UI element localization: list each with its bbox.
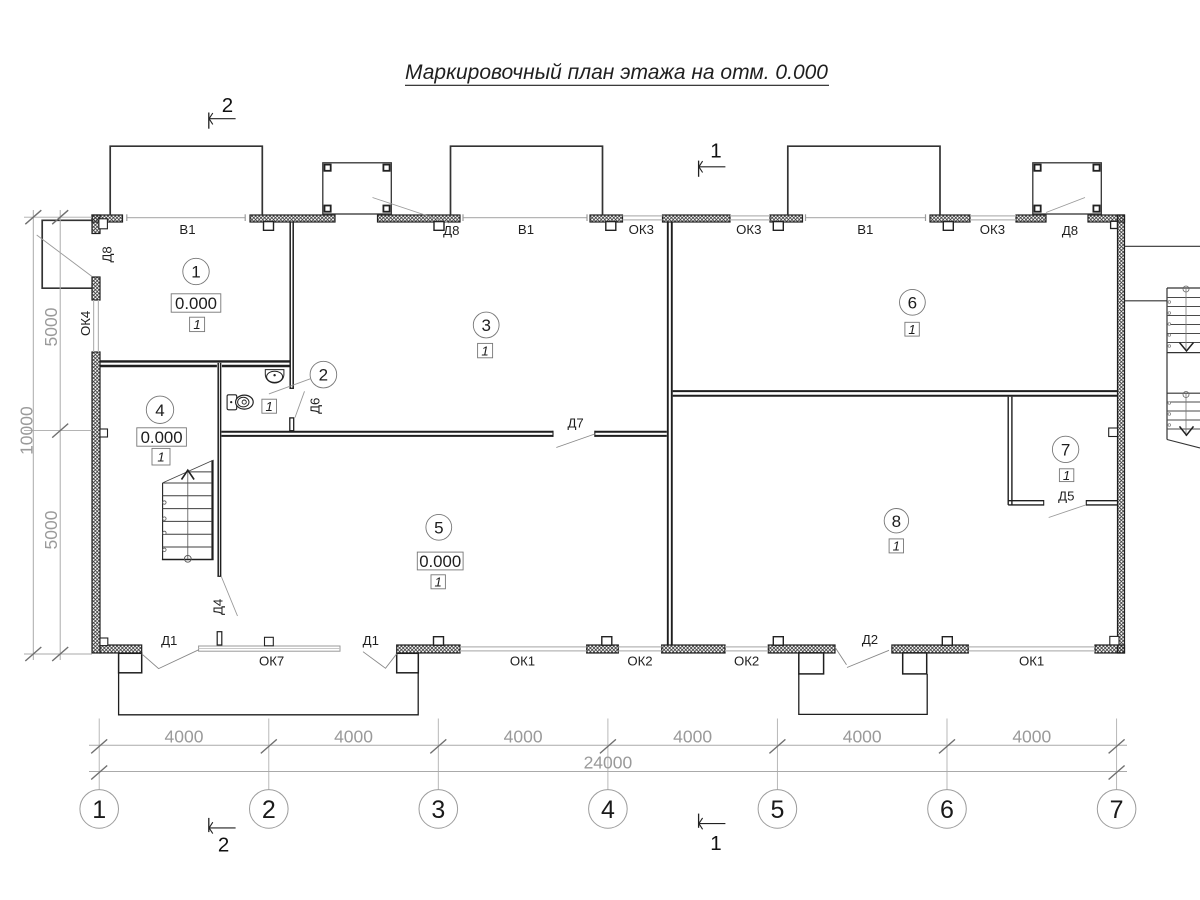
svg-text:24000: 24000 — [584, 753, 633, 773]
svg-text:Д1: Д1 — [363, 633, 379, 648]
svg-text:ОК3: ОК3 — [980, 222, 1005, 237]
svg-text:ОК1: ОК1 — [510, 653, 535, 668]
svg-text:Д5: Д5 — [1058, 489, 1074, 504]
svg-text:Д2: Д2 — [862, 632, 878, 647]
svg-text:В1: В1 — [518, 222, 534, 237]
svg-text:Маркировочный план этажа на от: Маркировочный план этажа на отм. 0.000 — [405, 61, 828, 84]
svg-text:Д8: Д8 — [100, 246, 115, 262]
svg-text:4: 4 — [155, 401, 164, 420]
svg-text:1: 1 — [1063, 468, 1070, 483]
svg-text:1: 1 — [92, 796, 106, 824]
svg-text:6: 6 — [940, 796, 954, 824]
svg-text:4000: 4000 — [165, 726, 204, 746]
svg-text:Д7: Д7 — [567, 416, 583, 431]
svg-text:1: 1 — [710, 832, 721, 855]
svg-text:5000: 5000 — [41, 307, 61, 346]
svg-text:2: 2 — [222, 94, 233, 117]
svg-text:ОК7: ОК7 — [259, 653, 284, 668]
svg-text:Д6: Д6 — [308, 398, 323, 414]
svg-text:6: 6 — [908, 293, 917, 312]
svg-text:Д4: Д4 — [211, 599, 226, 615]
svg-text:Д8: Д8 — [443, 223, 459, 238]
svg-text:ОК1: ОК1 — [1019, 653, 1044, 668]
svg-text:4000: 4000 — [504, 726, 543, 746]
svg-text:2: 2 — [218, 834, 229, 857]
svg-text:4000: 4000 — [843, 726, 882, 746]
svg-text:5: 5 — [770, 796, 784, 824]
svg-text:В1: В1 — [857, 222, 873, 237]
svg-text:3: 3 — [431, 796, 445, 824]
svg-text:0.000: 0.000 — [419, 552, 461, 571]
svg-text:ОК3: ОК3 — [736, 222, 761, 237]
svg-text:1: 1 — [191, 263, 200, 282]
svg-text:4000: 4000 — [673, 726, 712, 746]
svg-text:Д1: Д1 — [161, 633, 177, 648]
svg-text:7: 7 — [1061, 441, 1070, 460]
svg-text:0.000: 0.000 — [175, 294, 217, 313]
svg-text:0.000: 0.000 — [141, 428, 183, 447]
svg-text:10000: 10000 — [17, 406, 37, 455]
svg-text:1: 1 — [908, 322, 915, 337]
svg-text:1: 1 — [157, 449, 164, 464]
svg-text:2: 2 — [319, 366, 328, 385]
svg-text:8: 8 — [892, 512, 901, 531]
svg-text:4000: 4000 — [334, 726, 373, 746]
svg-text:В1: В1 — [179, 222, 195, 237]
svg-text:7: 7 — [1110, 796, 1124, 824]
svg-text:2: 2 — [262, 796, 276, 824]
svg-text:ОК2: ОК2 — [627, 653, 652, 668]
svg-text:5: 5 — [434, 518, 443, 537]
svg-text:1: 1 — [710, 139, 721, 162]
svg-text:3: 3 — [481, 316, 490, 335]
svg-text:Д8: Д8 — [1062, 223, 1078, 238]
svg-text:1: 1 — [481, 343, 488, 358]
svg-text:ОК3: ОК3 — [629, 222, 654, 237]
svg-text:ОК2: ОК2 — [734, 653, 759, 668]
svg-text:1: 1 — [435, 575, 442, 590]
svg-text:1: 1 — [193, 317, 200, 332]
svg-text:4000: 4000 — [1012, 726, 1051, 746]
svg-text:1: 1 — [266, 399, 273, 414]
svg-text:1: 1 — [893, 539, 900, 554]
svg-text:ОК4: ОК4 — [78, 311, 93, 336]
svg-text:5000: 5000 — [41, 510, 61, 549]
svg-text:4: 4 — [601, 796, 615, 824]
